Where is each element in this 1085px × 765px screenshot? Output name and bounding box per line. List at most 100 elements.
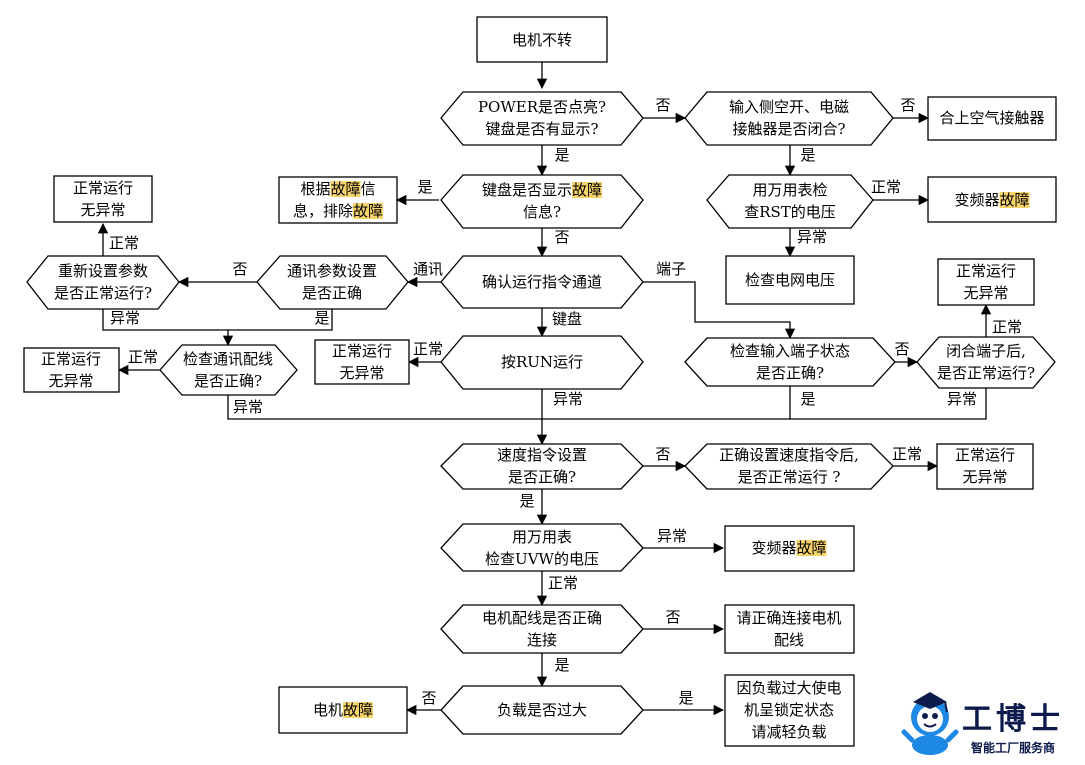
edge-label-uvw-abnormal: 异常 — [657, 527, 687, 545]
node-text-speed-cmd-line-2: 是否正确? — [508, 468, 576, 486]
edge-label-rst-abnormal: 异常 — [797, 228, 827, 246]
node-text-connect-motor-line-2: 配线 — [774, 631, 804, 649]
normal-box-2 — [937, 258, 1035, 306]
edge-label-keyboard-channel: 键盘 — [552, 310, 582, 328]
comm-param-decision — [256, 255, 409, 310]
edge-label-motor-wiring-no: 否 — [665, 608, 680, 626]
node-text-motor-wiring-line-1: 电机配线是否正确 — [482, 609, 602, 627]
edge-reset-abnormal — [102, 309, 228, 331]
node-text-confirm-channel-line-1: 确认运行指令通道 — [482, 273, 602, 291]
edge-label-rst-normal: 正常 — [871, 178, 901, 196]
node-text-reduce-load-line-1: 因负载过大使电 — [736, 679, 841, 697]
reduce-load-box — [724, 674, 855, 747]
edge-label-close-normal: 正常 — [992, 318, 1022, 336]
normal-box-1 — [53, 175, 153, 223]
node-text-normal-4-line-1: 正常运行 — [41, 350, 101, 368]
node-text-normal-5-line-2: 无异常 — [962, 468, 1007, 486]
node-text-keyboard-fault-line-1: 键盘是否显示故障 — [482, 181, 602, 199]
measure-uvw-decision — [440, 523, 644, 572]
edge-label-run-normal: 正常 — [413, 340, 443, 358]
edge-label-power-yes: 是 — [554, 146, 569, 164]
node-text-motor-fault-line-1: 电机故障 — [313, 701, 373, 719]
fault-highlight — [999, 192, 1030, 208]
node-text-load-heavy-line-1: 负载是否过大 — [497, 701, 587, 719]
node-text-comm-param-line-2: 是否正确 — [302, 284, 362, 302]
fault-highlight — [572, 182, 603, 198]
highlight-marks — [330, 181, 1030, 718]
edge-label-input-yes: 是 — [800, 146, 815, 164]
vfd-fault-box-1 — [927, 176, 1057, 223]
node-text-by-fault-line-1: 根据故障信 — [300, 180, 375, 198]
input-open-decision — [684, 91, 894, 146]
node-text-measure-uvw-line-1: 用万用表 — [512, 528, 572, 546]
node-text-keyboard-fault-line-2: 信息? — [523, 203, 561, 221]
check-grid-box — [725, 255, 855, 305]
motor-wiring-decision — [440, 604, 644, 654]
node-text-normal-3-line-1: 正常运行 — [332, 342, 392, 360]
node-text-reset-param-line-2: 是否正常运行? — [54, 284, 152, 302]
node-text-input-open-line-2: 接触器是否闭合? — [732, 120, 845, 138]
connect-motor-box — [724, 604, 855, 654]
check-terminal-decision — [684, 337, 896, 387]
logo-name: 工博士 — [962, 702, 1064, 737]
node-text-close-contactor-line-1: 合上空气接触器 — [939, 109, 1044, 127]
edge-comm-yes — [222, 309, 333, 347]
normal-box-4 — [23, 347, 120, 393]
power-decision — [440, 91, 644, 146]
logo: 工博士 智能工厂服务商 — [901, 692, 1064, 755]
edge-label-reset-normal: 正常 — [109, 234, 139, 252]
edge-label-comm-param-no: 否 — [232, 260, 247, 278]
node-text-normal-3-line-2: 无异常 — [339, 364, 384, 382]
edge-label-load-yes: 是 — [678, 689, 693, 707]
normal-box-5 — [936, 443, 1034, 490]
node-text-measure-rst-line-1: 用万用表检 — [752, 181, 827, 199]
close-contactor-box — [927, 96, 1057, 141]
edge-label-speed-yes: 是 — [519, 492, 534, 510]
confirm-channel-decision — [440, 255, 644, 309]
press-run-decision — [440, 335, 644, 390]
check-comm-wiring-decision — [159, 344, 298, 396]
motor-fault-box — [278, 686, 408, 734]
edge-label-close-abnormal: 异常 — [947, 390, 977, 408]
node-text-measure-uvw-line-2: 检查UVW的电压 — [485, 550, 599, 568]
load-heavy-decision — [440, 685, 644, 735]
edge-label-keyboard-yes: 是 — [417, 178, 432, 196]
edge-label-set-speed-normal: 正常 — [892, 445, 922, 463]
node-text-speed-cmd-line-1: 速度指令设置 — [497, 446, 587, 464]
edge-label-terminal-no: 否 — [894, 340, 909, 358]
edge-label-power-no: 否 — [655, 96, 670, 114]
edge-channel-terminal — [643, 281, 796, 340]
node-text-reduce-load-line-2: 机呈锁定状态 — [744, 701, 834, 719]
node-text-power-line-1: POWER是否点亮? — [478, 98, 606, 116]
fault-highlight — [330, 181, 361, 197]
node-text-by-fault-line-2: 息，排除故障 — [293, 202, 383, 220]
node-text-start-line-1: 电机不转 — [512, 31, 572, 49]
edge-label-wiring-normal: 正常 — [128, 348, 158, 366]
node-text-normal-5-line-1: 正常运行 — [955, 446, 1015, 464]
node-shapes — [23, 16, 1057, 747]
node-text-comm-param-line-1: 通讯参数设置 — [287, 262, 377, 280]
reset-param-decision — [26, 255, 180, 310]
edge-close-abnormal — [790, 388, 987, 420]
node-text-input-open-line-1: 输入侧空开、电磁 — [729, 98, 849, 116]
edge-label-run-abnormal: 异常 — [553, 390, 583, 408]
node-text-connect-motor-line-1: 请正确连接电机 — [736, 609, 841, 627]
set-speed-decision — [684, 443, 894, 490]
logo-tagline: 智能工厂服务商 — [970, 740, 1055, 755]
speed-cmd-decision — [440, 443, 644, 490]
edge-label-load-no: 否 — [421, 689, 436, 707]
edge-label-terminal-yes: 是 — [800, 390, 815, 408]
edge-label-reset-abnormal: 异常 — [110, 309, 140, 327]
normal-box-3 — [314, 339, 410, 385]
node-text-check-comm-wiring-line-2: 是否正确? — [194, 372, 262, 390]
edge-wiring-abnormal — [227, 395, 542, 420]
node-text-power-line-2: 键盘是否有显示? — [485, 120, 598, 138]
node-text-normal-1-line-1: 正常运行 — [73, 179, 133, 197]
edge-label-comm: 通讯 — [413, 260, 443, 278]
measure-rst-decision — [706, 174, 874, 229]
node-text-check-terminal-line-1: 检查输入端子状态 — [730, 342, 850, 360]
fault-highlight — [353, 203, 384, 219]
edge-label-terminal: 端子 — [656, 260, 686, 278]
robot-mascot-icon — [901, 692, 959, 755]
